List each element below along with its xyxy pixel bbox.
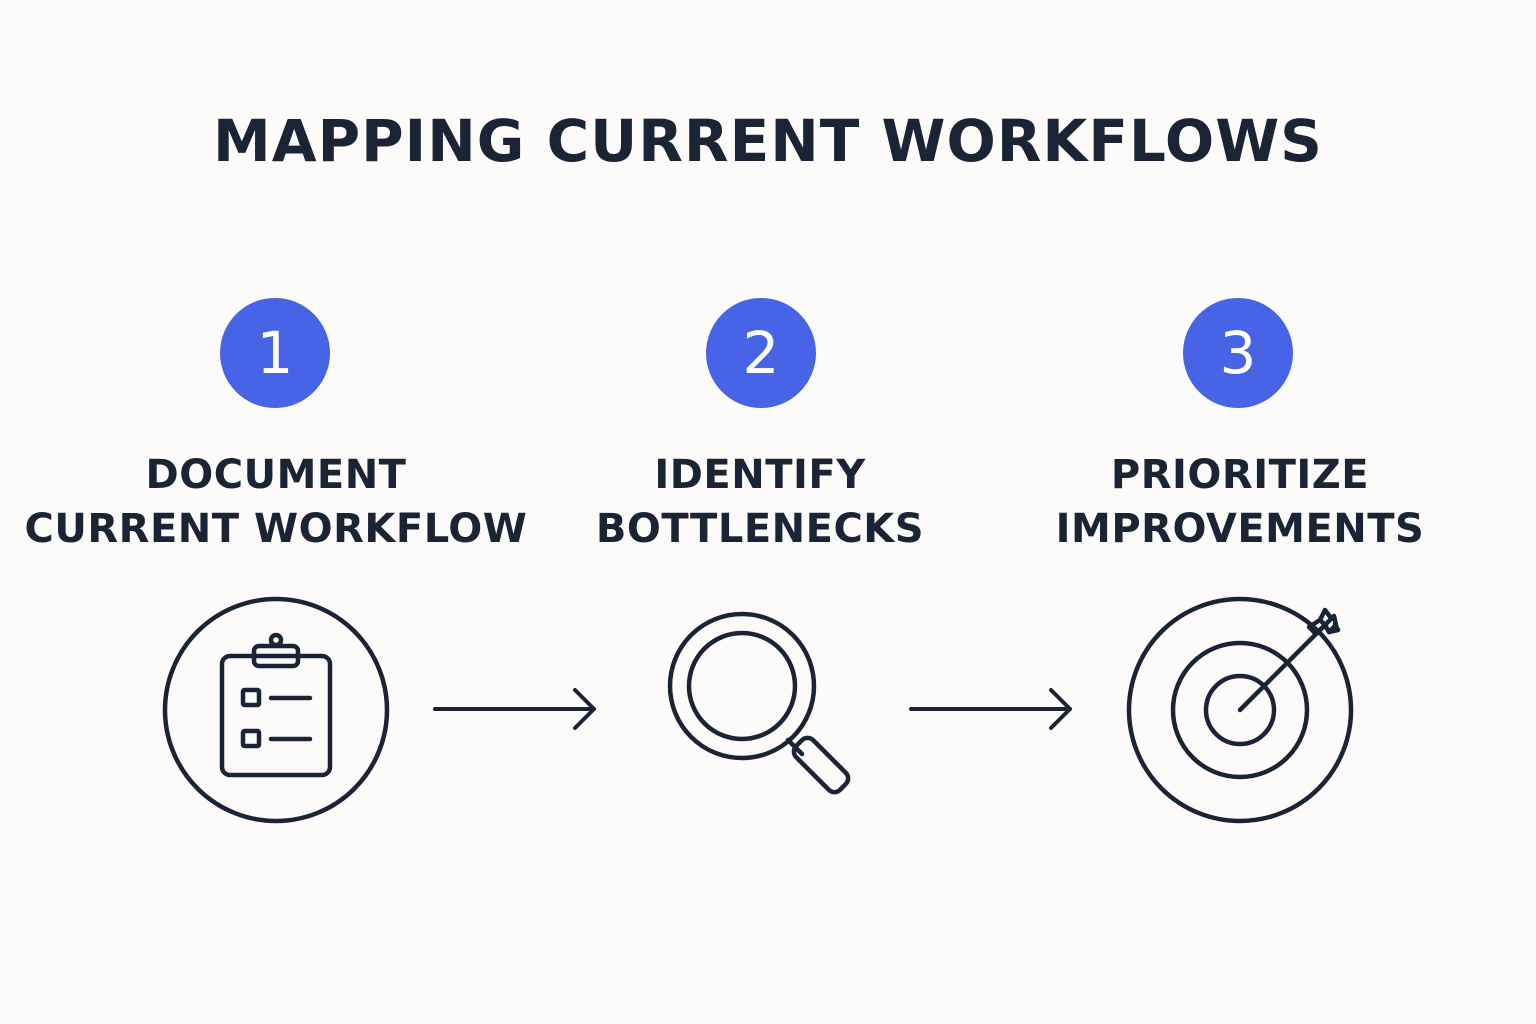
step-1-label-line-2: CURRENT WORKFLOW <box>24 506 528 552</box>
magnifying-glass-icon <box>667 611 851 795</box>
step-3-number: 3 <box>1219 319 1257 387</box>
step-2-label: IDENTIFY BOTTLENECKS <box>480 448 1040 556</box>
step-3-label-line-2: IMPROVEMENTS <box>1055 506 1425 552</box>
step-3-label: PRIORITIZE IMPROVEMENTS <box>960 448 1520 556</box>
step-2-label-line-1: IDENTIFY <box>654 452 866 498</box>
step-1-number: 1 <box>256 319 294 387</box>
target-arrow-icon <box>1126 596 1354 824</box>
page-title: MAPPING CURRENT WORKFLOWS <box>213 107 1323 175</box>
clipboard-checklist-icon <box>162 596 390 824</box>
step-3-label-line-1: PRIORITIZE <box>1110 452 1370 498</box>
step-3-number-badge: 3 <box>1183 298 1293 408</box>
step-1-label: DOCUMENT CURRENT WORKFLOW <box>0 448 556 556</box>
step-2-label-line-2: BOTTLENECKS <box>595 506 925 552</box>
step-2-number-badge: 2 <box>706 298 816 408</box>
step-1-number-badge: 1 <box>220 298 330 408</box>
step-1-label-line-1: DOCUMENT <box>145 452 407 498</box>
arrow-right-icon <box>433 688 596 730</box>
arrow-right-icon <box>909 688 1072 730</box>
step-2-number: 2 <box>742 319 780 387</box>
